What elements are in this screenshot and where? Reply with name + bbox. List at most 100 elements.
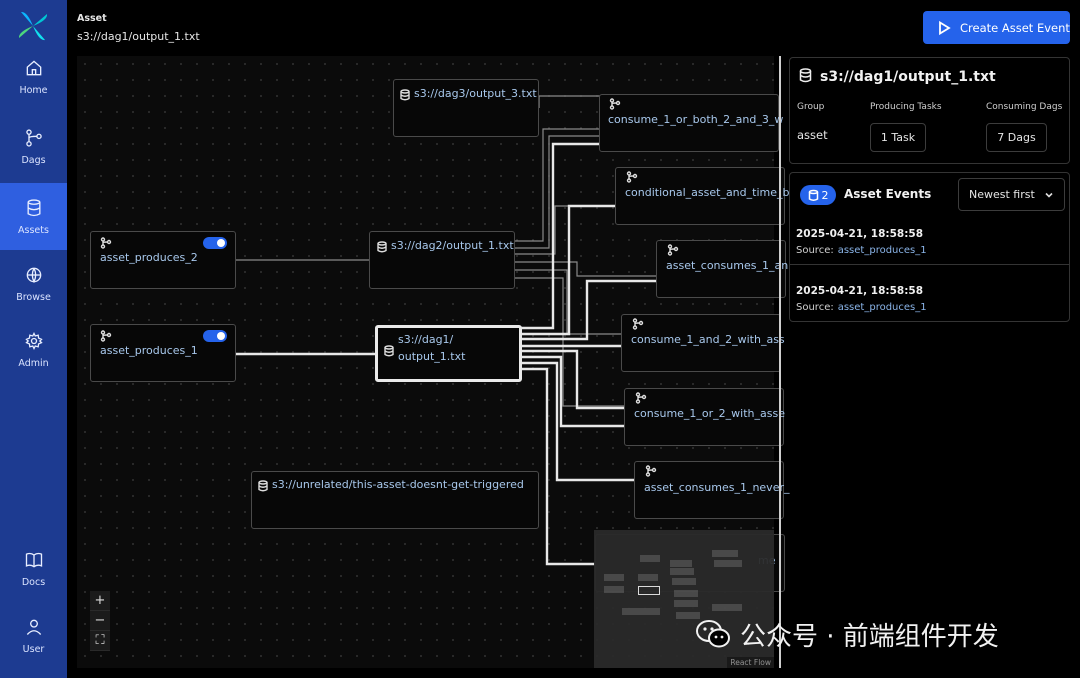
node-label: s3://dag3/output_3.txt: [414, 87, 537, 100]
header-kind: Asset: [77, 13, 107, 24]
user-icon: [26, 619, 41, 635]
sidebar: Home Dags Assets Browse Admin Docs User: [0, 0, 67, 678]
nav-browse[interactable]: Browse: [0, 250, 67, 317]
dag-icon: [100, 237, 112, 249]
nav-docs[interactable]: Docs: [0, 535, 67, 602]
dag-icon: [645, 465, 657, 477]
react-flow-attribution[interactable]: React Flow: [727, 657, 774, 668]
node-label: asset_consumes_1_an: [666, 259, 789, 272]
dag-icon: [632, 318, 644, 330]
database-icon: [808, 189, 818, 201]
node-label-line1: s3://dag1/: [398, 333, 454, 346]
event-source-link[interactable]: asset_produces_1: [837, 245, 927, 256]
dag-pause-toggle[interactable]: [203, 237, 227, 249]
database-icon: [399, 89, 411, 101]
dag-icon: [626, 171, 638, 183]
zoom-in-button[interactable]: +: [90, 591, 110, 611]
asset-graph-canvas[interactable]: s3://dag3/output_3.txt consume_1_or_both…: [77, 56, 790, 668]
group-value: asset: [797, 128, 828, 142]
dag-icon: [100, 330, 112, 342]
nav-user[interactable]: User: [0, 602, 67, 669]
gear-icon: [24, 331, 43, 350]
dag-node-asset-produces-2[interactable]: asset_produces_2: [90, 231, 236, 289]
event-source: Source:asset_produces_1: [796, 302, 927, 313]
nav-home-label: Home: [19, 84, 48, 96]
database-icon: [27, 198, 40, 216]
sort-select[interactable]: Newest first: [958, 178, 1065, 211]
event-time: 2025-04-21, 18:58:58: [796, 285, 924, 297]
create-asset-event-button[interactable]: Create Asset Event: [923, 11, 1070, 44]
event-source-label: Source:: [796, 245, 834, 256]
asset-node-dag1-output-selected[interactable]: s3://dag1/ output_1.txt: [375, 325, 522, 382]
dag-node-consume-1-or-both[interactable]: consume_1_or_both_2_and_3_w: [599, 94, 783, 152]
event-count-badge: 2: [800, 185, 836, 205]
dags-icon: [25, 128, 42, 147]
sort-value: Newest first: [969, 188, 1035, 201]
nav-dags-label: Dags: [21, 154, 46, 166]
nav-dags[interactable]: Dags: [0, 113, 67, 180]
minimap[interactable]: React Flow: [594, 530, 774, 668]
zoom-controls: + − ⛶: [90, 591, 110, 651]
event-row: 2025-04-21, 18:58:58 Source:asset_produc…: [790, 285, 1069, 342]
home-icon: [26, 59, 41, 75]
node-label: asset_consumes_1_never_: [644, 481, 790, 494]
nav-home[interactable]: Home: [0, 43, 67, 110]
group-label: Group: [797, 102, 825, 112]
database-icon: [376, 241, 388, 253]
dag-node-asset-consumes-1-and[interactable]: asset_consumes_1_an: [656, 240, 789, 298]
play-icon: [939, 20, 951, 35]
asset-detail-card: s3://dag1/output_1.txt Group Producing T…: [789, 57, 1070, 164]
database-icon: [798, 68, 813, 86]
asset-node-dag3-output[interactable]: s3://dag3/output_3.txt: [393, 79, 539, 137]
airflow-logo-icon[interactable]: [17, 10, 49, 42]
node-label: s3://dag2/output_1.txt: [391, 239, 514, 252]
dag-node-consume-1-and-2[interactable]: consume_1_and_2_with_ass: [621, 314, 785, 372]
watermark-text: 公众号 · 前端组件开发: [740, 621, 999, 652]
minimap-selected-node: [638, 586, 660, 595]
nav-admin-label: Admin: [18, 357, 49, 369]
event-row: 2025-04-21, 18:58:58 Source:asset_produc…: [790, 228, 1069, 285]
dag-icon: [635, 392, 647, 404]
globe-icon: [26, 267, 41, 283]
node-label: asset_produces_2: [100, 251, 198, 264]
nav-browse-label: Browse: [16, 291, 51, 303]
consuming-dags-button[interactable]: 7 Dags: [986, 123, 1047, 152]
dag-pause-toggle[interactable]: [203, 330, 227, 342]
dag-node-consumes-never[interactable]: asset_consumes_1_never_: [634, 461, 790, 519]
event-source-link[interactable]: asset_produces_1: [837, 302, 927, 313]
dag-icon: [609, 98, 621, 110]
nav-docs-label: Docs: [21, 576, 46, 588]
create-asset-event-label: Create Asset Event: [960, 20, 1070, 35]
node-label: conditional_asset_and_time_b: [625, 186, 790, 199]
page-title: s3://dag1/output_1.txt: [77, 30, 200, 43]
dag-node-conditional[interactable]: conditional_asset_and_time_b: [615, 167, 789, 225]
nav-assets[interactable]: Assets: [0, 183, 67, 250]
node-label: s3://unrelated/this-asset-doesnt-get-tri…: [272, 478, 524, 491]
event-source: Source:asset_produces_1: [796, 245, 927, 256]
asset-title: s3://dag1/output_1.txt: [820, 69, 996, 85]
wechat-icon: [696, 620, 730, 648]
node-label: asset_produces_1: [100, 344, 198, 357]
zoom-out-button[interactable]: −: [90, 611, 110, 631]
consuming-dags-label: Consuming Dags: [986, 102, 1063, 112]
node-label-line2: output_1.txt: [398, 350, 466, 363]
asset-events-card: 2 Asset Events Newest first 2025-04-21, …: [789, 172, 1070, 322]
asset-node-dag2-output[interactable]: s3://dag2/output_1.txt: [369, 231, 515, 289]
dag-icon: [667, 244, 679, 256]
nav-assets-label: Assets: [18, 224, 49, 236]
event-source-label: Source:: [796, 302, 834, 313]
nav-admin[interactable]: Admin: [0, 316, 67, 383]
fit-view-button[interactable]: ⛶: [90, 631, 110, 651]
panel-resize-handle[interactable]: [779, 56, 781, 668]
node-label: consume_1_and_2_with_ass: [631, 333, 785, 346]
asset-node-unrelated[interactable]: s3://unrelated/this-asset-doesnt-get-tri…: [251, 471, 539, 529]
dag-node-consume-1-or-2[interactable]: consume_1_or_2_with_asse: [624, 388, 785, 446]
dag-node-asset-produces-1[interactable]: asset_produces_1: [90, 324, 236, 382]
database-icon: [257, 480, 269, 492]
nav-user-label: User: [22, 643, 45, 655]
events-title: Asset Events: [844, 187, 932, 201]
book-icon: [25, 552, 42, 567]
producing-tasks-button[interactable]: 1 Task: [870, 123, 926, 152]
watermark: 公众号 · 前端组件开发: [694, 614, 999, 654]
page-header: Asset s3://dag1/output_1.txt Create Asse…: [67, 0, 1080, 56]
